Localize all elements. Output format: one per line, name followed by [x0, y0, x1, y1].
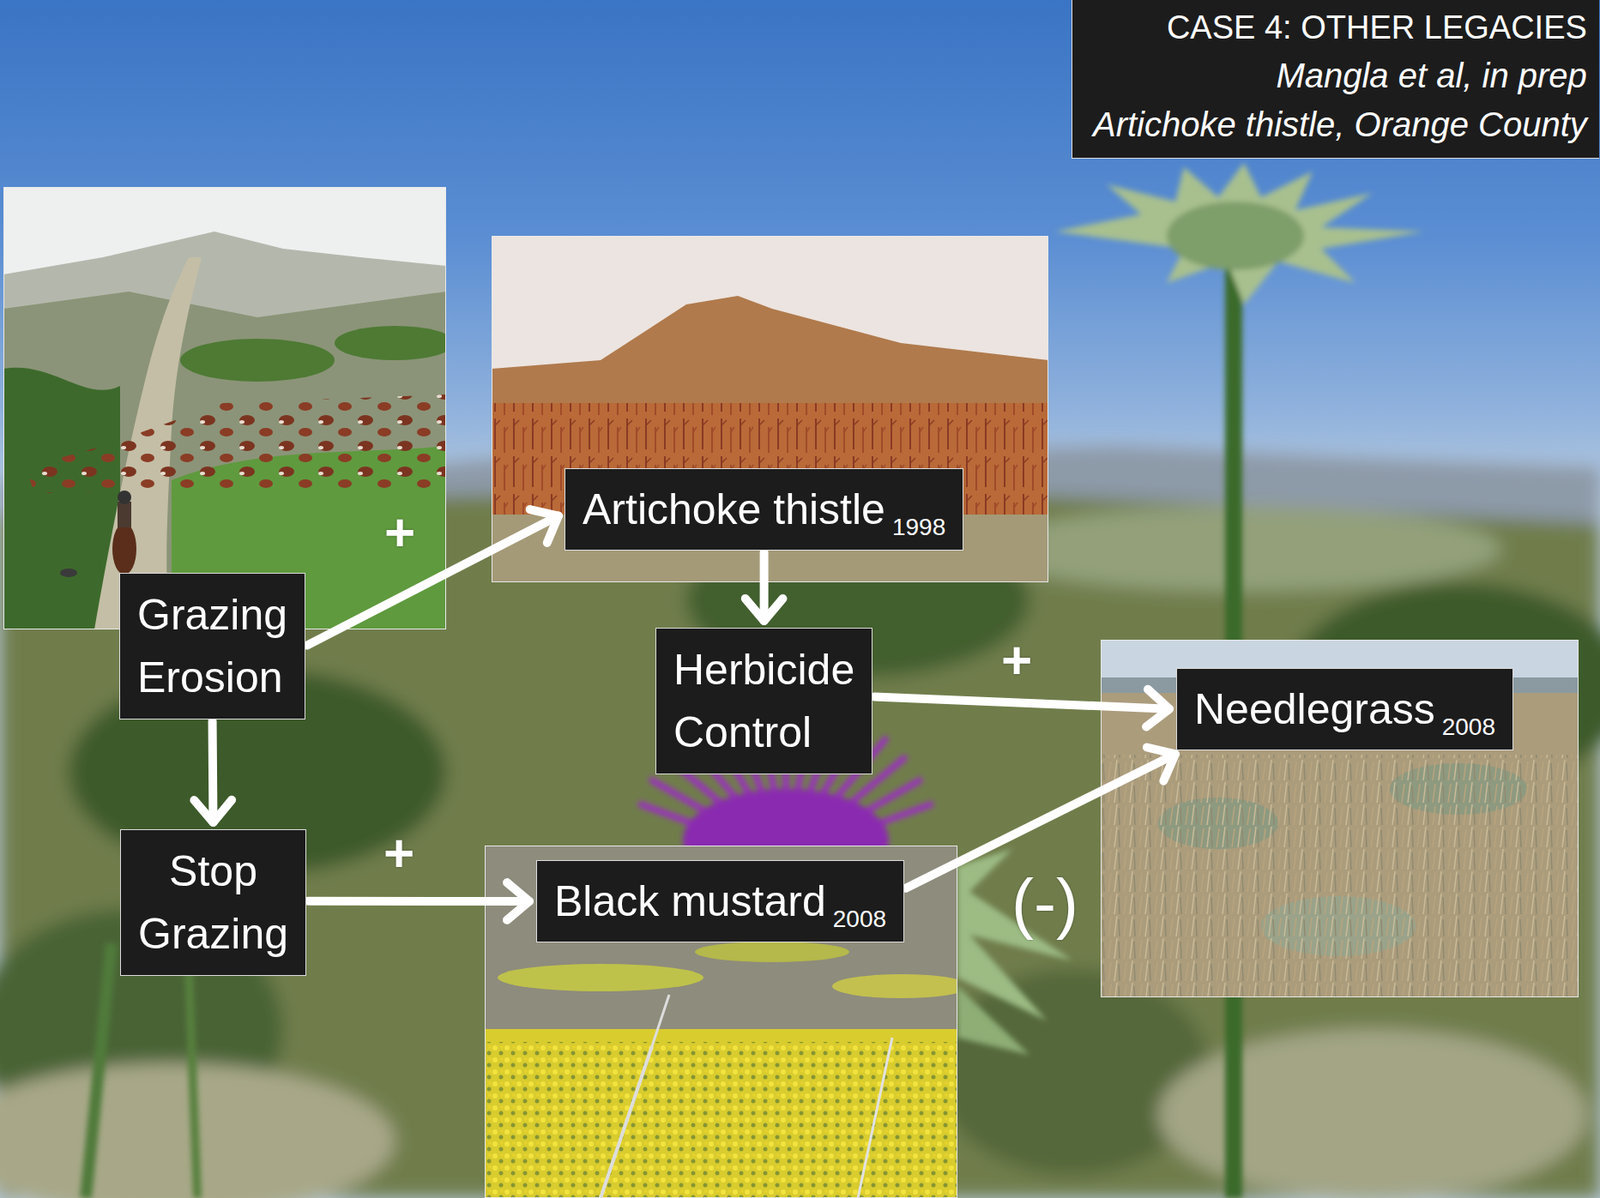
illustration-shape — [857, 1038, 893, 1198]
illustration-shape — [986, 506, 1502, 592]
arrow-head — [507, 882, 530, 921]
illustration-shape — [0, 446, 1600, 1198]
node-label: Stop Grazing — [138, 840, 289, 966]
process-box: Needlegrass2008 — [1176, 668, 1514, 751]
process-box: Grazing Erosion — [119, 573, 306, 720]
photo-grazing — [3, 187, 447, 630]
process-box: Stop Grazing — [120, 829, 307, 977]
illustration-shape — [832, 974, 958, 999]
connector-line — [905, 754, 1176, 888]
connector-line — [307, 897, 530, 906]
node-label: Needlegrass — [1194, 679, 1436, 740]
node-label: Herbicide Control — [673, 639, 855, 764]
header-line: CASE 4: OTHER LEGACIES — [1092, 5, 1588, 52]
process-box: Black mustard2008 — [536, 860, 905, 943]
edge-sign: (-) — [1011, 869, 1079, 937]
process-box: Artichoke thistle1998 — [564, 468, 964, 551]
connector-arrow — [905, 747, 1176, 888]
year-subscript: 2008 — [833, 907, 887, 932]
arrow-head — [745, 598, 784, 622]
arrow-head — [193, 800, 232, 823]
illustration-shape — [491, 295, 1049, 583]
illustration-shape — [497, 964, 704, 992]
connector-arrow — [193, 721, 232, 823]
illustration-shape — [935, 969, 1210, 1176]
process-box: Herbicide Control — [655, 627, 873, 775]
illustration-shape — [600, 1046, 653, 1198]
illustration-shape — [117, 501, 132, 528]
illustration-shape — [25, 394, 447, 494]
connector-arrow — [307, 882, 530, 921]
header-box: CASE 4: OTHER LEGACIESMangla et al, in p… — [1071, 0, 1600, 159]
illustration-shape — [484, 1029, 958, 1198]
connector-line — [760, 552, 769, 622]
connector-arrow — [745, 552, 784, 622]
year-subscript: 2008 — [1442, 715, 1496, 740]
connector-arrow — [307, 509, 559, 647]
connector-line — [307, 516, 559, 647]
photo-black-mustard — [484, 845, 958, 1198]
illustration-shape — [1158, 1029, 1588, 1198]
arrow-head — [1146, 689, 1170, 728]
connector-arrow — [874, 689, 1170, 728]
illustration-shape — [484, 845, 958, 1198]
illustration-shape — [180, 338, 335, 382]
illustration-shape — [1055, 163, 1425, 305]
node-label: Grazing Erosion — [137, 584, 288, 709]
illustration-shape — [117, 490, 132, 505]
photo-artichoke-thistle — [491, 235, 1049, 583]
illustration-shape — [334, 326, 447, 361]
arrow-head — [530, 509, 559, 544]
illustration-shape — [484, 845, 958, 1198]
connector-line — [874, 696, 1170, 709]
illustration-shape — [1100, 754, 1579, 998]
illustration-shape — [491, 235, 1049, 583]
illustration-shape — [491, 403, 1049, 583]
illustration-shape — [957, 986, 1030, 1056]
connector-line — [208, 721, 218, 823]
photo-needlegrass — [1100, 640, 1579, 998]
illustration-shape — [3, 187, 447, 630]
illustration-shape — [3, 187, 447, 630]
illustration-shape — [694, 941, 850, 963]
illustration-shape — [1100, 640, 1579, 998]
edge-sign: + — [383, 827, 415, 881]
arrow-head — [1147, 747, 1176, 781]
illustration-shape — [85, 943, 112, 1198]
edge-sign: + — [1001, 633, 1033, 688]
node-label: Artichoke thistle — [582, 479, 886, 540]
year-subscript: 1998 — [892, 515, 946, 540]
header-line: Mangla et al, in prep — [1092, 51, 1588, 101]
illustration-shape — [652, 995, 670, 1047]
illustration-shape — [60, 568, 78, 578]
edge-sign: + — [384, 506, 416, 560]
illustration-shape — [112, 523, 137, 575]
illustration-shape — [491, 235, 1049, 583]
illustration-shape — [1166, 201, 1305, 271]
node-label: Black mustard — [554, 871, 827, 932]
header-line: Artichoke thistle, Orange County — [1092, 100, 1588, 150]
